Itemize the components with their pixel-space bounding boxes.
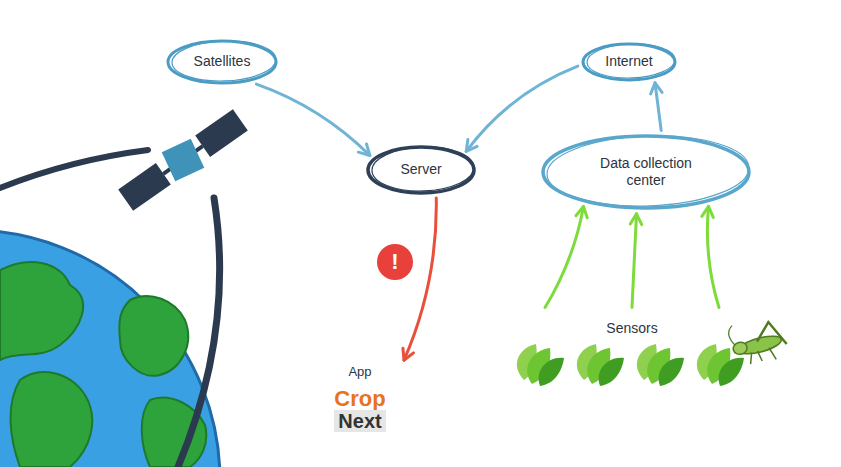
app-label: App: [348, 364, 371, 380]
sensor-leaf: [637, 344, 684, 386]
logo-word: Crop: [334, 387, 385, 410]
server-ellipse: Server: [366, 145, 476, 195]
node-label: Server: [400, 161, 441, 179]
node-label: Satellites: [194, 53, 251, 71]
grasshopper: [727, 313, 790, 369]
flow-arrow: [403, 198, 436, 360]
orbit: [178, 198, 220, 467]
node-label: Sensors: [606, 320, 657, 338]
continent: [11, 372, 93, 467]
node-label: Data collection center: [586, 155, 706, 190]
logo-word: Next: [334, 410, 385, 432]
continent: [119, 296, 188, 376]
flow-arrow: [630, 214, 641, 308]
flow-arrow: [466, 66, 578, 151]
orbit: [0, 150, 148, 188]
flow-arrow: [545, 206, 587, 307]
flow-arrow: [256, 84, 369, 155]
sensors-group: Sensors: [515, 312, 750, 397]
continent: [0, 262, 83, 360]
node-label: Internet: [605, 53, 652, 71]
alert-icon: !: [377, 244, 413, 280]
sensor-leaf: [577, 344, 624, 386]
app-logo: AppCropNext: [320, 356, 400, 440]
satellite: [115, 105, 251, 216]
sensor-leaf: [517, 344, 564, 386]
data-center-ellipse: Data collection center: [541, 134, 751, 210]
earth: [0, 230, 220, 467]
flow-arrow: [651, 83, 662, 131]
internet-ellipse: Internet: [581, 42, 677, 82]
satellites-ellipse: Satellites: [166, 39, 278, 85]
flow-arrow: [702, 206, 719, 307]
